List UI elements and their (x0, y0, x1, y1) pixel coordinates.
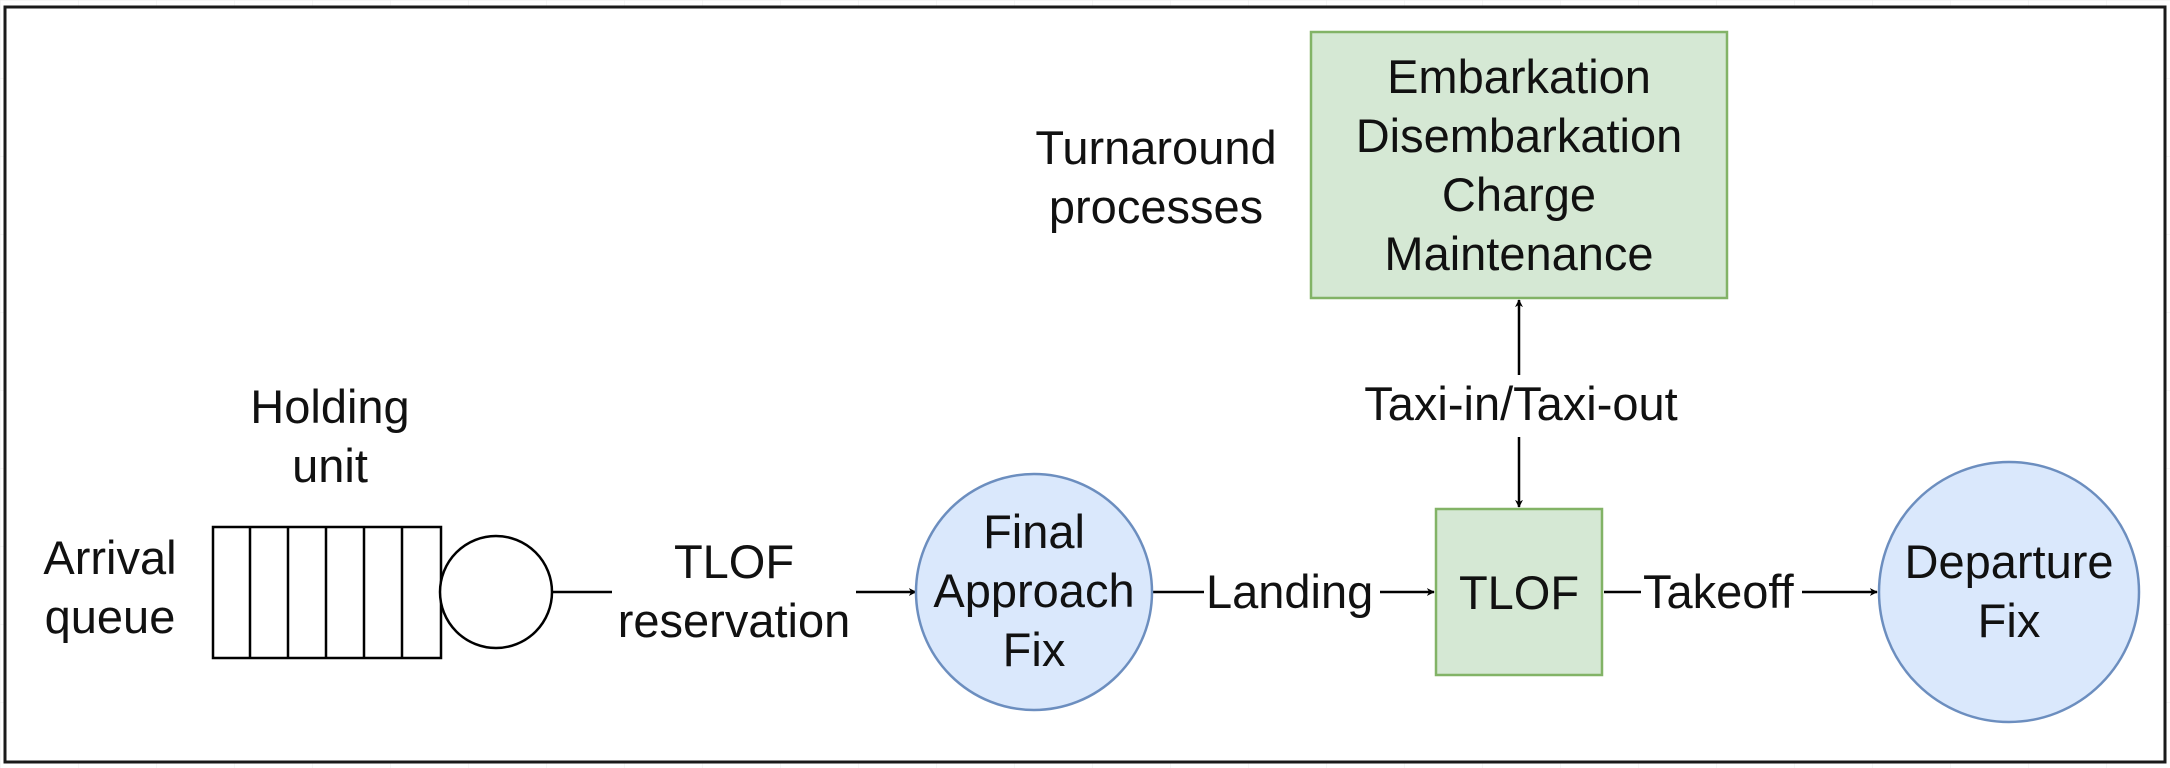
turnaround-processes-label: Turnaround processes (1035, 121, 1277, 233)
turnaround-box (1309, 30, 1729, 300)
tlof-label: TLOF (1458, 566, 1580, 619)
departure-fix-node (1877, 460, 2141, 724)
queue-slots-icon (211, 525, 443, 660)
final-approach-fix-label: Final Approach Fix (933, 505, 1135, 676)
takeoff-edge-label: Takeoff (1641, 565, 1796, 618)
tlof-node (1434, 507, 1604, 677)
connectors (552, 299, 1878, 596)
holding-unit-label: Holding unit (250, 380, 410, 492)
turnaround-box-label: Embarkation Disembarkation Charge Mainte… (1355, 50, 1683, 280)
server-circle-icon (438, 534, 554, 650)
arrival-queue-label: Arrival queue (43, 531, 177, 643)
departure-fix-label: Departure Fix (1904, 535, 2114, 647)
taxi-edge-label: Taxi-in/Taxi-out (1352, 380, 1690, 427)
landing-edge-label: Landing (1204, 565, 1376, 618)
final-approach-fix-node (914, 472, 1154, 712)
tlof-reservation-label: TLOF reservation (617, 535, 851, 647)
